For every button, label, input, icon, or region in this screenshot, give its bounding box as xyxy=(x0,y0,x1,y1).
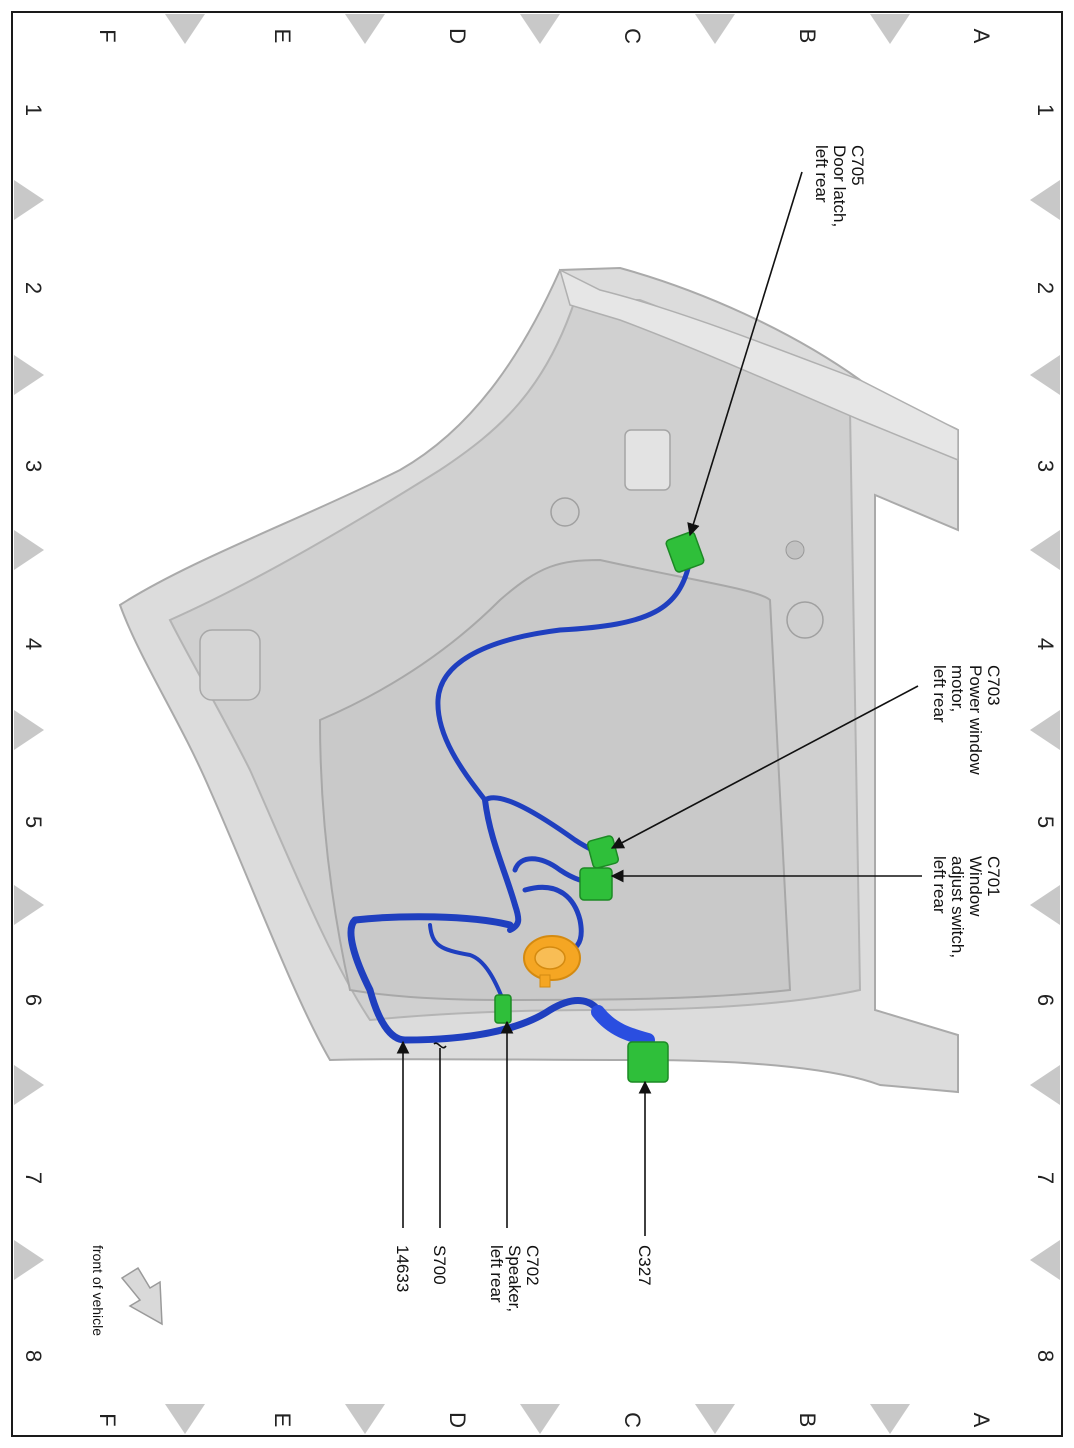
callout-s700: S700 xyxy=(430,1245,449,1285)
callout-c705-line1: Door latch, xyxy=(830,145,849,227)
callout-c702-line1: Speaker, xyxy=(505,1245,524,1312)
harness-trunk-to-c327 xyxy=(591,1005,655,1047)
grid-col-label: 3 xyxy=(21,460,46,472)
callout-s700-id: S700 xyxy=(430,1245,449,1285)
grid-row-label: B xyxy=(795,1413,820,1428)
callout-c705: C705 Door latch, left rear xyxy=(812,145,867,227)
grid-col-label: 5 xyxy=(21,816,46,828)
callout-harness: 14633 xyxy=(393,1245,412,1292)
grid-col-label: 6 xyxy=(21,994,46,1006)
leader-c703 xyxy=(610,685,919,849)
connector-c703 xyxy=(586,835,620,869)
leader-c705 xyxy=(687,171,803,537)
grid-col-label: 1 xyxy=(1033,104,1058,116)
callout-c703-id: C703 xyxy=(984,665,1003,706)
callout-harness-id: 14633 xyxy=(393,1245,412,1292)
door-panel xyxy=(118,266,959,1094)
harness-main-loop xyxy=(347,913,602,1044)
callout-c703-line1: Power window xyxy=(966,665,985,775)
harness-main-trunk xyxy=(482,797,522,933)
callout-c701-line3: left rear xyxy=(930,856,949,914)
callout-c701-line2: adjust switch, xyxy=(948,856,967,958)
connectors xyxy=(494,531,705,1083)
harness-branch-speaker xyxy=(428,923,505,1002)
grid-row-label: F xyxy=(95,29,120,42)
grid-row-label: F xyxy=(95,1413,120,1426)
grid-col-label: 2 xyxy=(1033,282,1058,294)
grid-row-label: D xyxy=(445,1412,470,1428)
connector-c701 xyxy=(579,867,613,901)
callout-c701-line1: Window xyxy=(966,856,985,917)
grid-row-label: E xyxy=(270,29,295,44)
grid-rows-top: A B C D E F xyxy=(95,28,994,44)
grid-row-label: B xyxy=(795,29,820,44)
door-hinge-bracket xyxy=(624,429,671,491)
border-markers xyxy=(14,14,1060,1434)
callout-c702: C702 Speaker, left rear xyxy=(487,1245,542,1312)
grid-row-label: C xyxy=(620,28,645,44)
grid-row-label: E xyxy=(270,1413,295,1428)
grid-row-label: C xyxy=(620,1412,645,1428)
leader-lines xyxy=(396,171,922,1236)
callout-c705-id: C705 xyxy=(848,145,867,186)
grid-col-label: 1 xyxy=(21,104,46,116)
grid-rows-bottom: A B C D E F xyxy=(95,1412,994,1428)
callout-c702-id: C702 xyxy=(523,1245,542,1286)
grid-col-label: 7 xyxy=(1033,1172,1058,1184)
callout-c703: C703 Power window motor, left rear xyxy=(930,665,1003,775)
grid-col-label: 3 xyxy=(1033,460,1058,472)
callout-c703-line3: left rear xyxy=(930,665,949,723)
door-access-hole xyxy=(550,497,580,527)
grid-row-label: D xyxy=(445,28,470,44)
grid-col-label: 4 xyxy=(21,638,46,650)
splice-s700-symbol xyxy=(433,1042,447,1049)
speaker-cone xyxy=(534,946,566,970)
grid-cols-right: 1 2 3 4 5 6 7 8 xyxy=(1033,104,1058,1362)
front-arrow-icon xyxy=(120,1266,163,1326)
harness-branch-door-latch xyxy=(435,557,693,803)
grid-col-label: 5 xyxy=(1033,816,1058,828)
door-trim-panel xyxy=(318,558,792,1002)
callout-c702-line2: left rear xyxy=(487,1245,506,1303)
door-access-hole xyxy=(786,601,824,639)
grid-row-label: A xyxy=(969,29,994,44)
diagram-frame xyxy=(11,11,1063,1437)
front-of-vehicle-label: front of vehicle xyxy=(90,1245,106,1336)
connector-c705 xyxy=(665,531,705,573)
callout-c705-line2: left rear xyxy=(812,145,831,203)
front-of-vehicle-indicator: front of vehicle xyxy=(90,1245,163,1336)
callout-c703-line2: motor, xyxy=(948,665,967,712)
door-window-frame xyxy=(558,268,959,462)
grid-col-label: 7 xyxy=(21,1172,46,1184)
callout-c327: C327 xyxy=(635,1245,654,1286)
grid-cols-left: 1 2 3 4 5 6 7 8 xyxy=(21,104,46,1362)
callout-c701-id: C701 xyxy=(984,856,1003,897)
speaker xyxy=(523,935,581,988)
connector-c327 xyxy=(627,1041,669,1083)
speaker-tab xyxy=(539,974,551,988)
grid-col-label: 2 xyxy=(21,282,46,294)
callout-c327-id: C327 xyxy=(635,1245,654,1286)
door-access-hole xyxy=(785,540,805,560)
grid-col-label: 4 xyxy=(1033,638,1058,650)
grid-col-label: 8 xyxy=(21,1350,46,1362)
callout-c701: C701 Window adjust switch, left rear xyxy=(930,856,1003,958)
door-handle-pocket xyxy=(199,629,261,701)
connector-c702 xyxy=(494,994,512,1024)
grid-row-label: A xyxy=(969,1413,994,1428)
grid-col-label: 8 xyxy=(1033,1350,1058,1362)
grid-col-label: 6 xyxy=(1033,994,1058,1006)
